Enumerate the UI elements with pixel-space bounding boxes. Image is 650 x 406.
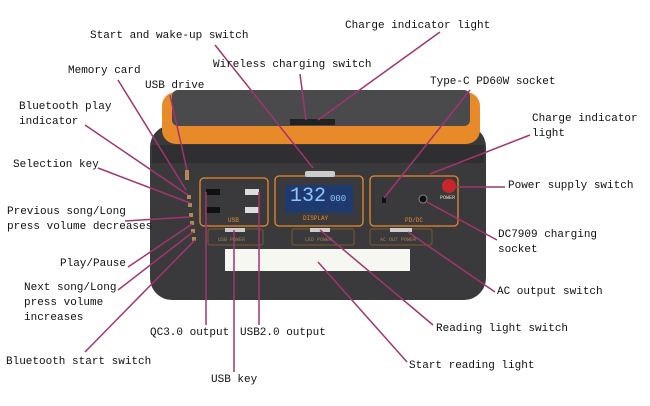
label-play-pause: Play/Pause bbox=[60, 258, 127, 270]
label-start-reading-light: Start reading light bbox=[409, 360, 535, 372]
display-panel-label: DISPLAY bbox=[303, 215, 329, 222]
label-selection-key: Selection key bbox=[13, 159, 99, 171]
label-charge-indicator-top: Charge indicator light bbox=[345, 20, 491, 32]
label-wireless-charging: Wireless charging switch bbox=[213, 59, 372, 71]
lcd-unit: 000 bbox=[330, 194, 347, 204]
start-wake-switch bbox=[305, 171, 335, 177]
qc30-port-2 bbox=[206, 207, 220, 213]
led-power-label: LED POWER bbox=[305, 237, 333, 243]
power-label: POWER bbox=[440, 195, 456, 201]
usb20-port bbox=[245, 189, 259, 195]
side-buttons bbox=[185, 170, 196, 241]
type-c-socket bbox=[382, 197, 386, 203]
label-type-c: Type-C PD60W socket bbox=[430, 76, 556, 88]
usb-key bbox=[225, 228, 245, 232]
label-ac-output-switch: AC output switch bbox=[497, 286, 603, 298]
leader-lines bbox=[84, 31, 531, 372]
label-usb20-output: USB2.0 output bbox=[240, 327, 326, 339]
lcd-value: 132 bbox=[290, 185, 327, 208]
label-memory-card: Memory card bbox=[68, 65, 141, 77]
usb-panel bbox=[199, 177, 269, 227]
wireless-switch bbox=[290, 119, 335, 125]
wireless-charging-pad bbox=[172, 90, 470, 126]
lcd-screen bbox=[285, 185, 353, 213]
label-bt-start-switch: Bluetooth start switch bbox=[6, 356, 152, 368]
usb20-port-2 bbox=[245, 207, 259, 213]
usb-panel-label: USB bbox=[228, 217, 239, 224]
ac-power-label: AC OUT POWER bbox=[380, 237, 417, 243]
usb-power-label: USB POWER bbox=[218, 237, 246, 243]
body-band bbox=[152, 145, 484, 163]
power-supply-switch bbox=[442, 179, 456, 193]
label-qc30-output: QC3.0 output bbox=[150, 327, 230, 339]
label-power-switch: Power supply switch bbox=[508, 180, 634, 192]
pd-dc-panel bbox=[369, 175, 459, 227]
dc7909-socket bbox=[418, 194, 428, 204]
label-usb-drive: USB drive bbox=[145, 80, 205, 92]
ac-output-switch bbox=[390, 228, 412, 232]
reading-light bbox=[225, 249, 410, 271]
pd-panel-label: PD/DC bbox=[405, 217, 424, 224]
label-start-wake: Start and wake-up switch bbox=[90, 30, 249, 42]
label-reading-light-switch: Reading light switch bbox=[436, 323, 569, 335]
label-usb-key: USB key bbox=[211, 374, 258, 386]
qc30-port bbox=[206, 189, 220, 195]
